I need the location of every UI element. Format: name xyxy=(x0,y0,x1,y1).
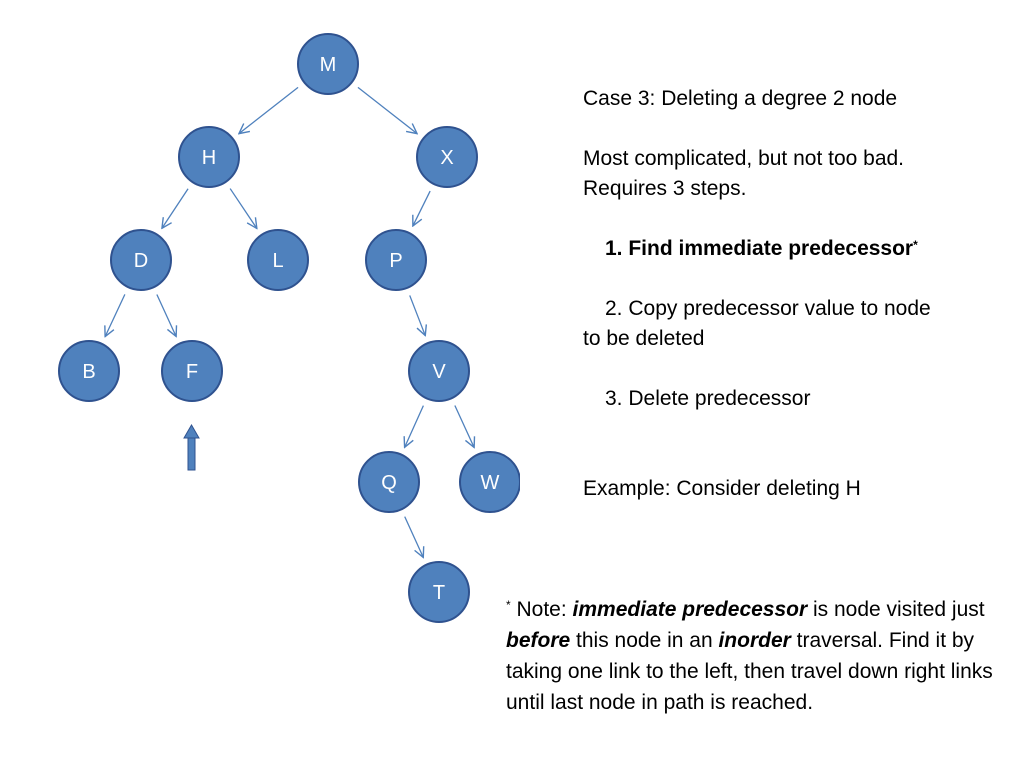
note-text: traversal. Find it by taking one link to… xyxy=(506,629,993,714)
intro-line-1: Most complicated, but not too bad. xyxy=(583,147,905,170)
node-circle xyxy=(110,229,172,291)
footnote-mark: * xyxy=(506,598,511,612)
step-1-label: 1. Find immediate predecessor xyxy=(605,237,914,260)
node-circle xyxy=(178,126,240,188)
edge-p-v xyxy=(409,295,426,335)
tree-node-f: F xyxy=(161,340,223,402)
node-circle xyxy=(161,340,223,402)
footnote: * Note: immediate predecessor is node vi… xyxy=(506,594,1006,718)
intro-line-2: Requires 3 steps. xyxy=(583,177,747,200)
edge-m-h xyxy=(239,86,299,133)
node-circle xyxy=(459,451,520,513)
node-label: L xyxy=(272,250,283,272)
tree-node-d: D xyxy=(110,229,172,291)
node-label: D xyxy=(134,250,148,272)
tree-node-h: H xyxy=(178,126,240,188)
node-label: T xyxy=(433,582,445,604)
tree-node-b: B xyxy=(58,340,120,402)
tree-node-x: X xyxy=(416,126,478,188)
tree-node-q: Q xyxy=(358,451,420,513)
tree-node-p: P xyxy=(365,229,427,291)
node-label: W xyxy=(481,472,500,494)
node-label: H xyxy=(202,147,216,169)
edge-v-q xyxy=(405,405,424,448)
node-label: V xyxy=(432,361,446,383)
node-label: B xyxy=(82,361,95,383)
note-term-immediate-predecessor: immediate predecessor xyxy=(572,598,808,621)
node-label: X xyxy=(440,147,453,169)
tree-node-t: T xyxy=(408,561,470,623)
tree-node-m: M xyxy=(297,33,359,95)
node-circle xyxy=(416,126,478,188)
edge-h-l xyxy=(229,188,257,229)
node-circle xyxy=(58,340,120,402)
step-2-continuation: to be deleted xyxy=(583,327,705,350)
up-arrow-icon xyxy=(183,423,200,471)
edge-q-t xyxy=(404,516,424,558)
node-label: P xyxy=(389,250,402,272)
step-3: 3. Delete predecessor xyxy=(605,387,811,410)
tree-node-v: V xyxy=(408,340,470,402)
step-1: 1. Find immediate predecessor* xyxy=(583,234,1003,264)
node-circle xyxy=(297,33,359,95)
tree-node-w: W xyxy=(459,451,520,513)
node-circle xyxy=(408,561,470,623)
node-circle xyxy=(247,229,309,291)
node-circle xyxy=(365,229,427,291)
example-line: Example: Consider deleting H xyxy=(583,477,861,500)
note-text: this node in an xyxy=(570,629,719,652)
footnote-mark: * xyxy=(913,238,918,252)
edge-m-x xyxy=(357,86,417,133)
note-term-before: before xyxy=(506,629,571,652)
tree-nodes: M H X D L P B F V Q W T xyxy=(58,33,520,623)
tree-edges xyxy=(105,86,474,558)
explanation-panel: Case 3: Deleting a degree 2 node Most co… xyxy=(583,84,1003,504)
tree-node-l: L xyxy=(247,229,309,291)
edge-x-p xyxy=(413,190,431,226)
node-label: M xyxy=(320,54,337,76)
node-circle xyxy=(408,340,470,402)
edge-h-d xyxy=(162,188,189,229)
node-circle xyxy=(358,451,420,513)
note-term-inorder: inorder xyxy=(718,629,791,652)
note-lead: Note: xyxy=(510,598,573,621)
case-heading: Case 3: Deleting a degree 2 node xyxy=(583,87,898,110)
edge-d-b xyxy=(105,294,126,336)
step-2: 2. Copy predecessor value to node xyxy=(605,297,931,320)
node-label: F xyxy=(186,361,198,383)
binary-search-tree-diagram: M H X D L P B F V Q W T xyxy=(58,33,520,623)
node-label: Q xyxy=(381,472,397,494)
edge-v-w xyxy=(454,405,474,448)
edge-d-f xyxy=(156,294,176,337)
note-text: is node visited just xyxy=(807,598,985,621)
